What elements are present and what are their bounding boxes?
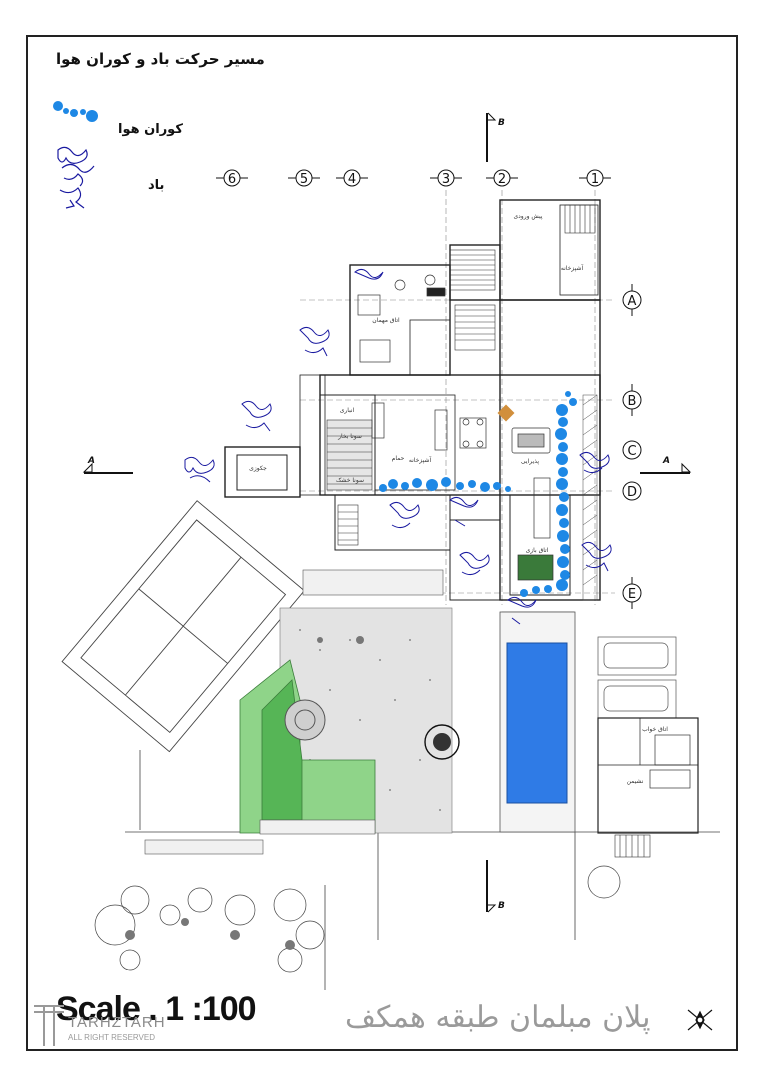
parking	[597, 636, 677, 719]
fountain	[284, 699, 326, 741]
logo-tagline: ALL RIGHT RESERVED	[68, 1033, 155, 1042]
section-marker-a-right: A	[640, 456, 692, 474]
room-labels: پیش ورودی آشپزخانه اتاق مهمان انباری سون…	[249, 213, 668, 785]
room-kitchen-top: آشپزخانه	[561, 263, 584, 272]
plan-title: پلان مبلمان طبقه همکف	[345, 1000, 651, 1035]
grid-column-markers: 6 5 4 3 2 1	[216, 169, 611, 187]
logo-name: TARHZTARH	[68, 1014, 166, 1031]
room-sauna-dry: سونا خشک	[336, 477, 364, 484]
grid-row-e: E	[628, 587, 636, 602]
room-guest: اتاق مهمان	[372, 317, 400, 324]
grid-col-5: 5	[300, 172, 308, 187]
sauna-hatch	[326, 419, 373, 491]
wind-flow-path	[184, 268, 612, 625]
stairs	[337, 204, 651, 858]
grid-col-4: 4	[348, 172, 356, 187]
swimming-pool	[506, 642, 568, 804]
section-marker-b-top: B	[486, 112, 505, 162]
room-bedroom: اتاق خواب	[642, 726, 668, 733]
scale-label: Scale . 1 :100	[56, 990, 257, 1028]
watermark-logo: TARHZTARH ALL RIGHT RESERVED	[30, 1000, 175, 1050]
room-bath: حمام	[392, 455, 405, 462]
room-living: نشیمن	[627, 778, 644, 785]
grid-row-c: C	[627, 444, 636, 459]
room-sauna: سونا بخار	[337, 433, 362, 440]
sports-court	[61, 500, 305, 753]
air-flow-legend-icon	[53, 101, 98, 122]
decor-tile	[497, 404, 515, 422]
guest-house	[597, 717, 699, 834]
room-dining: پذیرایی	[521, 458, 539, 465]
plant-clusters	[125, 636, 364, 950]
air-flow-path	[379, 391, 577, 597]
grid-row-markers: A B C D E	[622, 284, 642, 609]
grid-col-1: 1	[591, 172, 599, 187]
room-storage: انباری	[340, 407, 355, 414]
furniture	[357, 274, 691, 789]
grid-row-d: D	[627, 485, 637, 500]
svg-text:B: B	[498, 901, 505, 911]
wind-legend-icon	[57, 146, 95, 209]
grid-col-2: 2	[498, 172, 506, 187]
logo-icon	[34, 1005, 64, 1046]
svg-text:A: A	[662, 456, 670, 466]
svg-text:B: B	[498, 118, 505, 128]
building-walls	[224, 199, 601, 601]
section-marker-a-left: A	[82, 456, 133, 474]
grid-col-6: 6	[228, 172, 236, 187]
room-kitchen: آشپزخانه	[409, 455, 432, 464]
grid-row-a: A	[628, 294, 637, 309]
north-arrow-icon	[687, 1009, 713, 1031]
air-flow-legend-label: کوران هوا	[118, 122, 183, 137]
drawing-frame	[26, 35, 738, 1051]
grid-col-3: 3	[442, 172, 450, 187]
drawing-title: مسیر حرکت باد و کوران هوا	[56, 50, 265, 68]
room-entrance: پیش ورودی	[513, 213, 542, 220]
wind-legend-label: باد	[148, 178, 165, 193]
section-marker-b-bottom: B	[486, 860, 505, 913]
trees-bottom	[94, 865, 621, 973]
grid-row-b: B	[628, 394, 637, 409]
svg-text:A: A	[87, 456, 95, 466]
garden-tree	[424, 724, 460, 760]
room-jacuzzi: جکوزی	[249, 465, 267, 472]
room-game: اتاق بازی	[526, 547, 549, 554]
grid-lines	[300, 190, 615, 605]
east-facade-hatch	[582, 394, 598, 601]
